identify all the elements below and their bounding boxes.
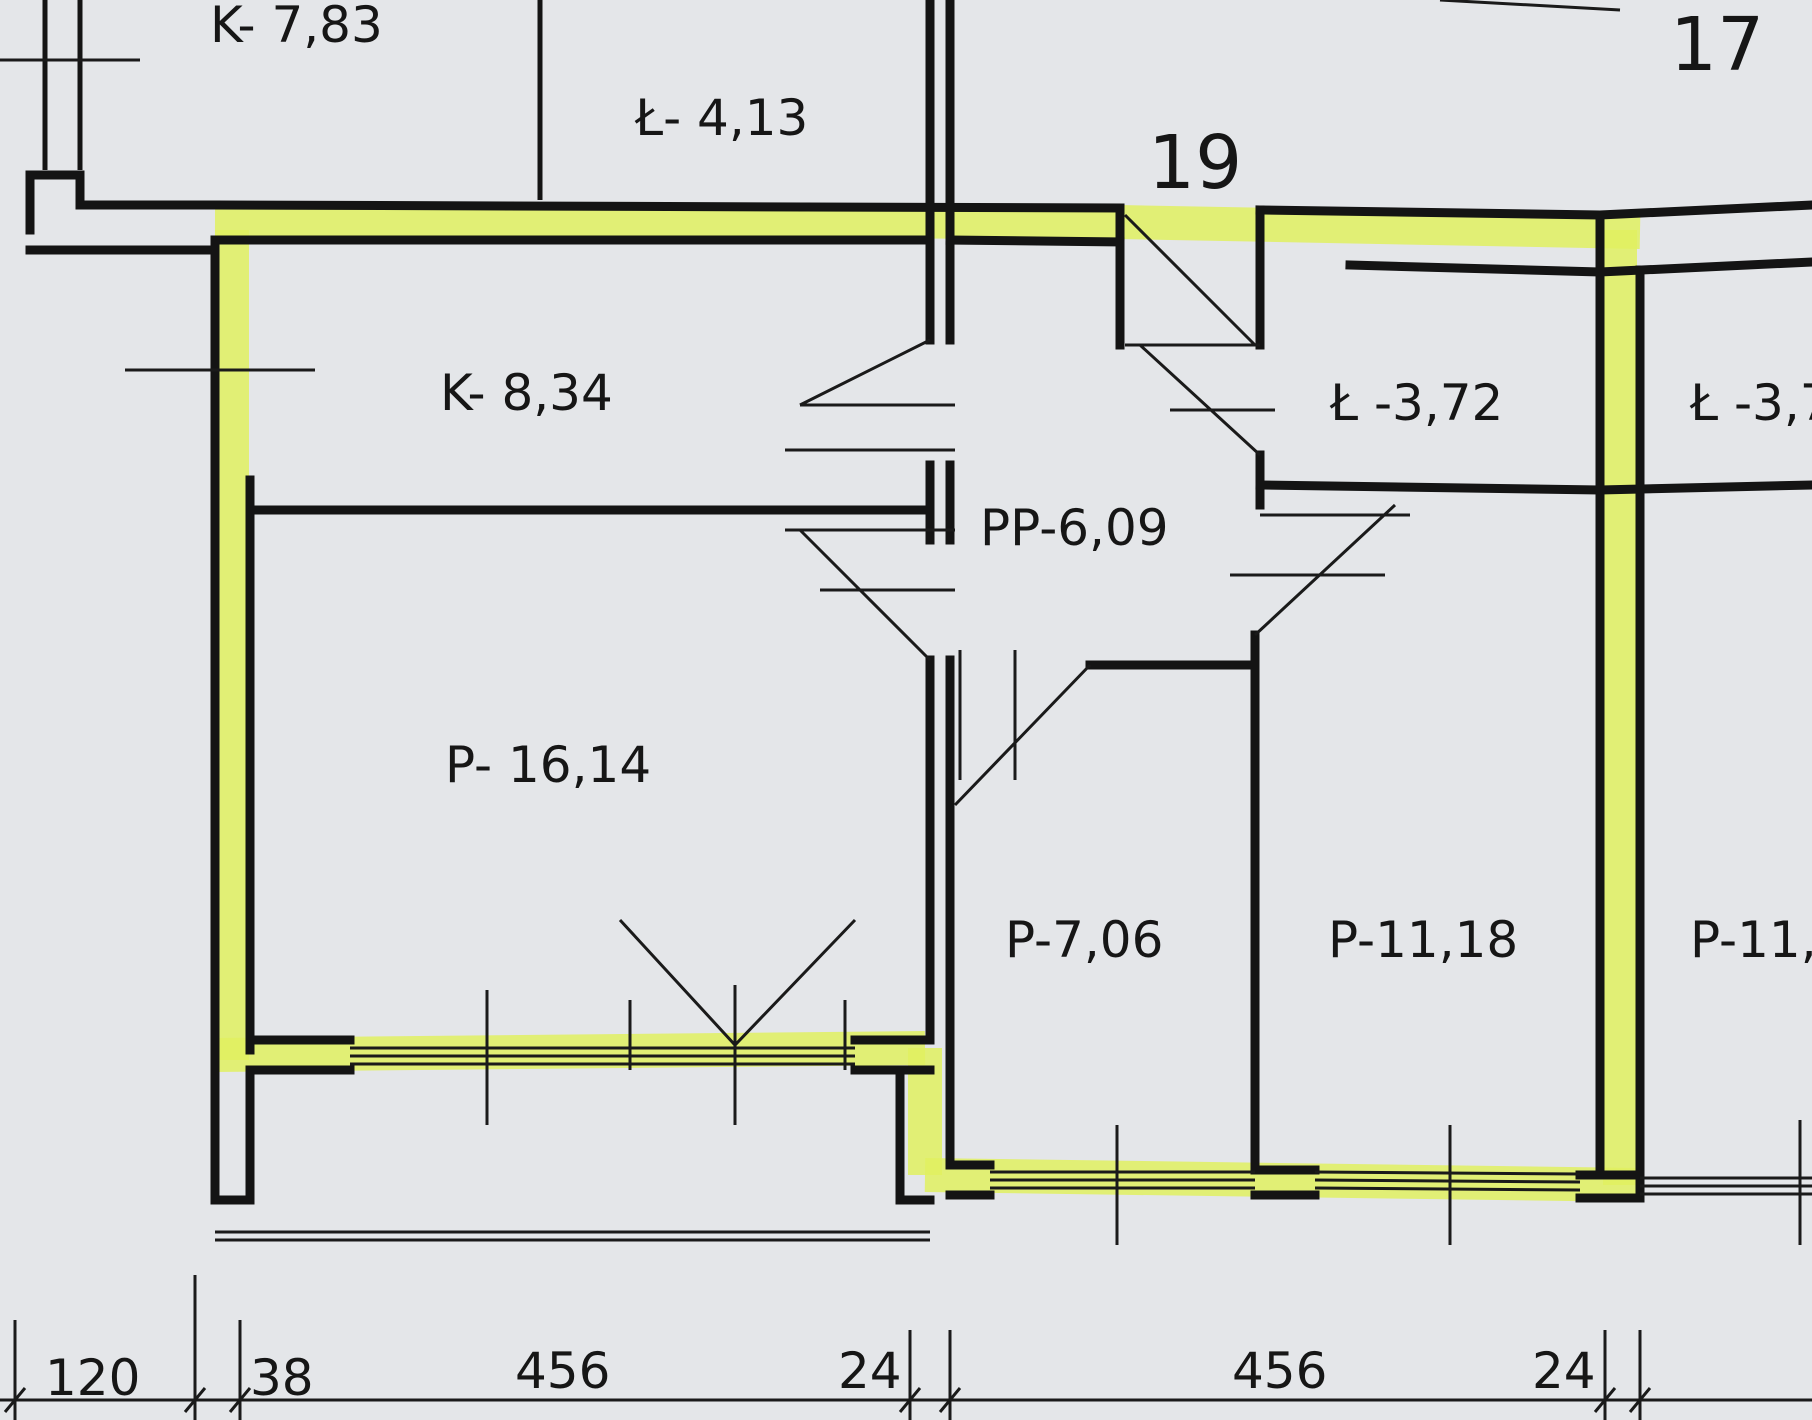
unit-number-main: 19 (1148, 120, 1242, 206)
room-label-p-large: P- 16,14 (445, 736, 651, 794)
room-label-p-right: P-11, (1690, 911, 1812, 969)
dimension-label: 24 (1532, 1342, 1596, 1400)
dimension-label: 24 (838, 1342, 902, 1400)
dimension-label: 456 (1232, 1342, 1327, 1400)
dimension-label: 38 (250, 1349, 314, 1407)
room-label-k: K- 8,34 (440, 364, 613, 422)
room-label-p-mid: P-11,18 (1328, 911, 1518, 969)
room-label-bath-right: Ł -3,7 (1689, 374, 1812, 432)
unit-number-neighbor: 17 (1670, 2, 1764, 88)
room-label-pp: PP-6,09 (980, 499, 1169, 557)
dimension-label: 120 (45, 1349, 140, 1407)
room-label-bath-top: Ł- 4,13 (634, 89, 808, 147)
room-label-k-top: K- 7,83 (210, 0, 383, 54)
room-label-p-small: P-7,06 (1005, 911, 1163, 969)
dimension-label: 456 (515, 1342, 610, 1400)
room-label-bath: Ł -3,72 (1329, 374, 1503, 432)
walls (25, 0, 1812, 1205)
